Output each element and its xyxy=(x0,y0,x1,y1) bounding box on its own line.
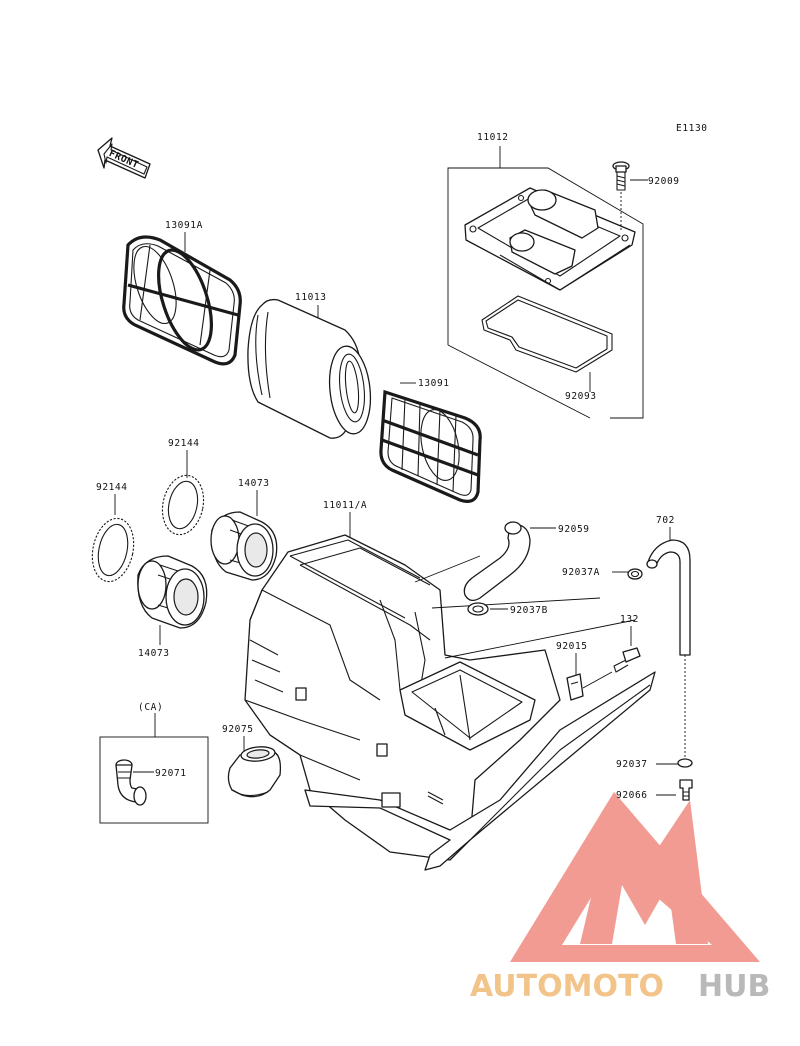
ca-group: (CA) 92071 xyxy=(99,702,209,824)
label-hose: 92059 xyxy=(558,524,590,535)
joint xyxy=(115,759,147,806)
label-nut: 92015 xyxy=(556,641,588,652)
label-element-frame: 13091 xyxy=(418,378,450,389)
label-clamp: 92037 xyxy=(616,759,648,770)
cover-assy-group: 11012 92009 xyxy=(447,132,680,419)
bolt: 132 xyxy=(613,614,641,673)
band-left: 92144 xyxy=(91,482,135,583)
label-band-mid: 92144 xyxy=(168,438,200,449)
diagram-code: E1130 xyxy=(676,123,708,134)
label-collar: 92075 xyxy=(222,724,254,735)
air-cleaner-cover xyxy=(464,187,636,291)
label-pipe: 702 xyxy=(656,515,675,526)
front-arrow-icon: FRONT xyxy=(97,137,151,179)
label-element-holder: 13091A xyxy=(165,220,203,231)
clamp-a: 92037A xyxy=(562,567,643,580)
drain-pipe: 702 xyxy=(646,515,691,758)
band-mid: 92144 xyxy=(161,438,205,536)
label-boot-bottom: 14073 xyxy=(138,648,170,659)
clamp-b: 92037B xyxy=(467,602,548,616)
clamp: 92037 xyxy=(616,758,693,770)
air-cleaner-housing: 11011/A xyxy=(244,500,656,871)
logo-m-shape xyxy=(580,800,708,944)
watermark-text-a: AUTOMOTO xyxy=(470,969,664,1004)
label-housing: 11011/A xyxy=(323,500,367,511)
label-band-left: 92144 xyxy=(96,482,128,493)
collar: 92075 xyxy=(222,724,282,798)
hose: 92059 xyxy=(463,521,590,602)
label-element: 11013 xyxy=(295,292,327,303)
boot-bottom: 14073 xyxy=(137,555,208,659)
label-clamp-b: 92037B xyxy=(510,605,548,616)
label-joint: 92071 xyxy=(155,768,187,779)
label-screw: 92009 xyxy=(648,176,680,187)
watermark-logo xyxy=(510,792,760,962)
label-group: (CA) xyxy=(138,702,163,713)
label-plug: 92066 xyxy=(616,790,648,801)
label-boot-top: 14073 xyxy=(238,478,270,489)
screw: 92009 xyxy=(612,161,680,230)
boot-top: 14073 xyxy=(210,478,278,581)
label-gasket: 92093 xyxy=(565,391,597,402)
label-clamp-a: 92037A xyxy=(562,567,600,578)
watermark-text-b: HUB xyxy=(698,969,770,1004)
label-bolt: 132 xyxy=(620,614,639,625)
element-frame: 13091 xyxy=(379,378,482,503)
label-cover-assy: 11012 xyxy=(477,132,509,143)
element-holder: 13091A xyxy=(122,220,242,366)
nut: 92015 xyxy=(556,641,613,701)
watermark-text: AUTOMOTO HUB xyxy=(470,969,770,1004)
air-filter-element: 11013 xyxy=(247,292,372,439)
gasket: 92093 xyxy=(481,295,613,402)
plug: 92066 xyxy=(616,779,693,801)
